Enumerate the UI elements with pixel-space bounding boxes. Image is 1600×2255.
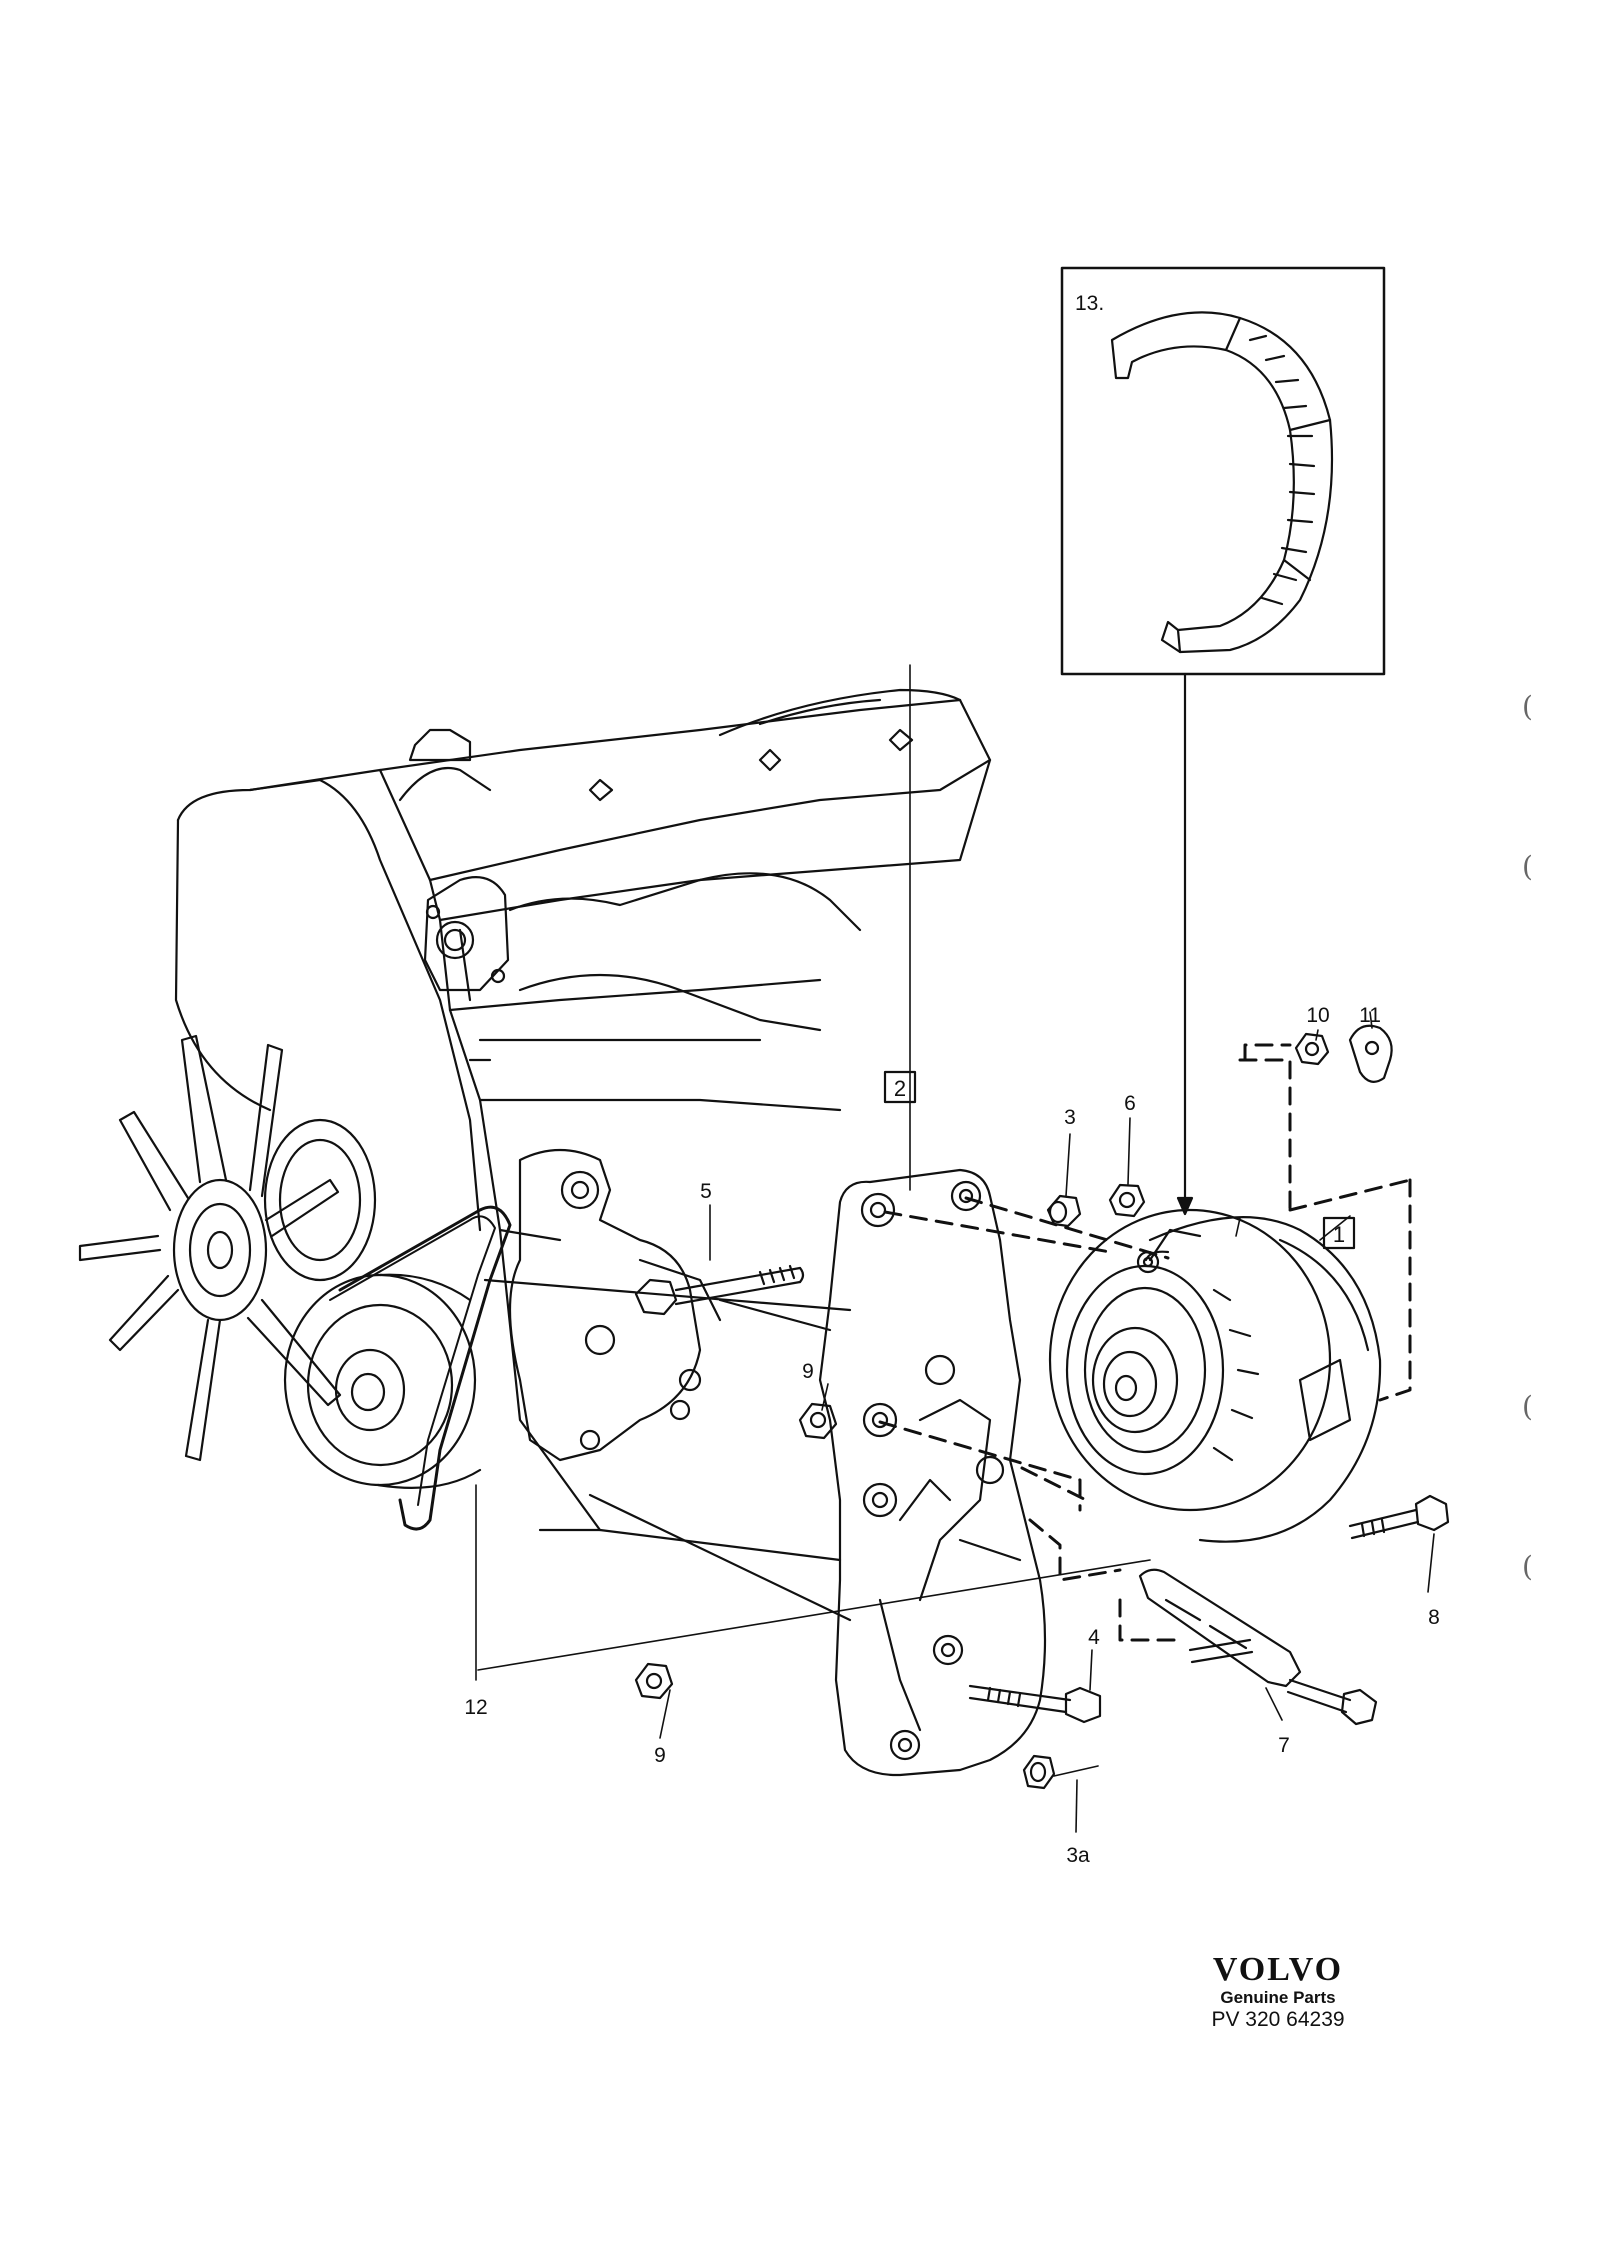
dashed-assembly-lines [878,1043,1412,1642]
nut-10 [1294,1032,1330,1066]
volvo-logo: VOLVO [1212,1951,1344,1988]
leader-lines [475,664,1435,1833]
diagram-code: PV 320 64239 [1211,2008,1345,2031]
brand-subtitle: Genuine Parts [1220,1988,1336,2007]
cooling-fan [78,1034,342,1462]
terminal-cap-11 [1348,1024,1393,1083]
alternator-bracket [818,1168,1047,1777]
adjusting-link-7 [1138,1568,1378,1726]
callout-8: 8 [1428,1606,1440,1629]
alternator [1048,1208,1382,1543]
margin-mark: ( [1522,1550,1533,1583]
margin-mark: ( [1522,850,1533,883]
engine-block [78,688,992,1562]
callout-11: 11 [1359,1004,1381,1027]
callout-12: 12 [464,1696,487,1719]
callout-2: 2 [894,1076,906,1101]
bracket-guide-line [718,1298,832,1332]
heat-shield-part [1110,311,1334,654]
nut-6 [1108,1183,1146,1218]
callout-9-bracket: 9 [802,1360,814,1383]
callout-5: 5 [700,1180,712,1203]
volvo-brand-block: VOLVO Genuine Parts PV 320 64239 [1168,1952,1388,2032]
bolt-4 [968,1684,1102,1724]
callout-9-lower: 9 [654,1744,666,1767]
spacer-3a [1022,1754,1056,1790]
callout-3: 3 [1064,1106,1076,1129]
bracket-guide-line-lower [588,1493,852,1622]
nut-9-lower [634,1662,674,1700]
margin-mark: ( [1522,690,1533,723]
callout-7: 7 [1278,1734,1290,1757]
inset-leader-arrow [1176,1196,1194,1216]
heat-shield-inset [1060,266,1386,676]
spacer-3 [1046,1194,1082,1228]
callout-6: 6 [1124,1092,1136,1115]
callout-box-2 [883,1070,917,1104]
bolt-8 [1348,1494,1450,1540]
bolt-5 [634,1264,805,1316]
margin-mark: ( [1522,1390,1533,1423]
callout-10: 10 [1306,1004,1329,1027]
callout-1: 1 [1333,1222,1345,1247]
nut-9-bracket [798,1402,838,1440]
callout-4: 4 [1088,1626,1100,1649]
callout-3a: 3a [1066,1844,1090,1867]
callout-box-1 [1322,1216,1356,1250]
callout-13: 13. [1075,292,1104,315]
